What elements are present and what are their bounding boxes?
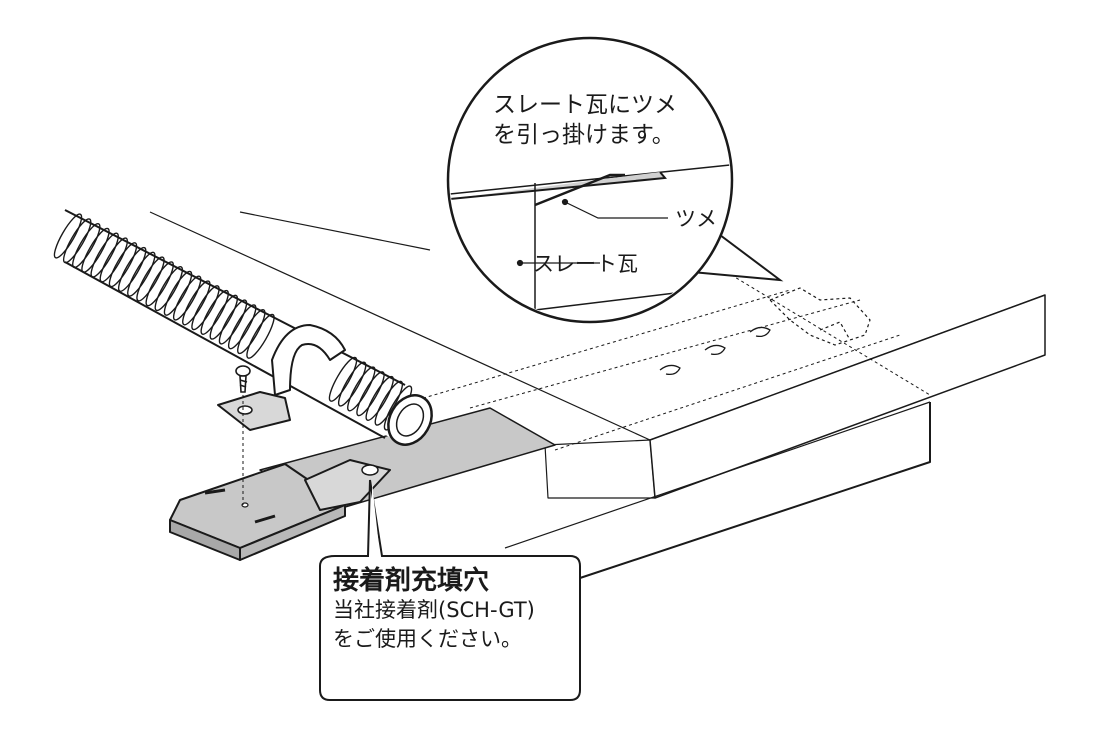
slate-label: スレート瓦 (533, 252, 638, 276)
slate-front-face (544, 439, 656, 499)
pipe-rib (227, 304, 257, 350)
pipe-rib (191, 285, 220, 331)
pipe-rib (246, 313, 275, 359)
detail-slate-surface (450, 164, 730, 196)
pipe-rib (53, 213, 83, 259)
pipe-rib (136, 256, 165, 302)
pipe-rib (127, 251, 156, 297)
pipe-rib (172, 275, 202, 321)
pipe-rib (218, 299, 248, 345)
slate-slots (659, 326, 771, 376)
callout-line1: 当社接着剤(SCH-GT) (333, 598, 535, 622)
pipe-rib (200, 289, 229, 335)
screw-icon (235, 365, 251, 393)
detail-caption-line2: を引っ掛けます。 (493, 122, 675, 148)
mounting-bracket (169, 407, 556, 561)
hidden-lines (399, 249, 931, 451)
pipe-rib (209, 294, 239, 340)
pipe-rib (62, 218, 92, 264)
callout-box (319, 479, 581, 701)
pipe-rib (182, 280, 211, 326)
pipe-bottom-edge (64, 261, 386, 439)
corrugated-pipe (53, 209, 433, 446)
pipe-rib (347, 366, 376, 412)
pipe-saddle-clamp (217, 324, 346, 431)
pipe-rib (145, 261, 174, 307)
pipe-body (65, 215, 420, 440)
pipe-rib (337, 361, 367, 407)
pipe-rib (163, 270, 193, 316)
lower-slab-top (504, 401, 931, 549)
bracket-foot-side (239, 504, 346, 561)
roof-upper-edge (239, 211, 431, 251)
lower-slab-edge (579, 402, 931, 579)
pipe-rib (356, 371, 385, 417)
pipe-rib (237, 309, 266, 355)
detail-tab (534, 173, 625, 207)
slate-roof-block (149, 211, 1046, 579)
callout-title: 接着剤充填穴 (333, 565, 489, 596)
adhesive-callout: 接着剤充填穴 当社接着剤(SCH-GT) をご使用ください。 (319, 479, 581, 701)
pipe-rib (154, 266, 184, 312)
hidden-bracket-tab (768, 287, 871, 346)
slate-side-face (649, 294, 1046, 499)
tab-label: ツメ (675, 207, 717, 231)
detail-bubble: スレート瓦にツメ を引っ掛けます。 ツメ スレート瓦 (446, 36, 784, 324)
pipe-rib (365, 375, 394, 421)
callout-line2: をご使用ください。 (333, 627, 522, 651)
detail-caption-line1: スレート瓦にツメ (493, 92, 677, 118)
pipe-rib (328, 356, 358, 402)
pipe-top-edge (64, 209, 406, 386)
adhesive-hole (361, 464, 379, 476)
